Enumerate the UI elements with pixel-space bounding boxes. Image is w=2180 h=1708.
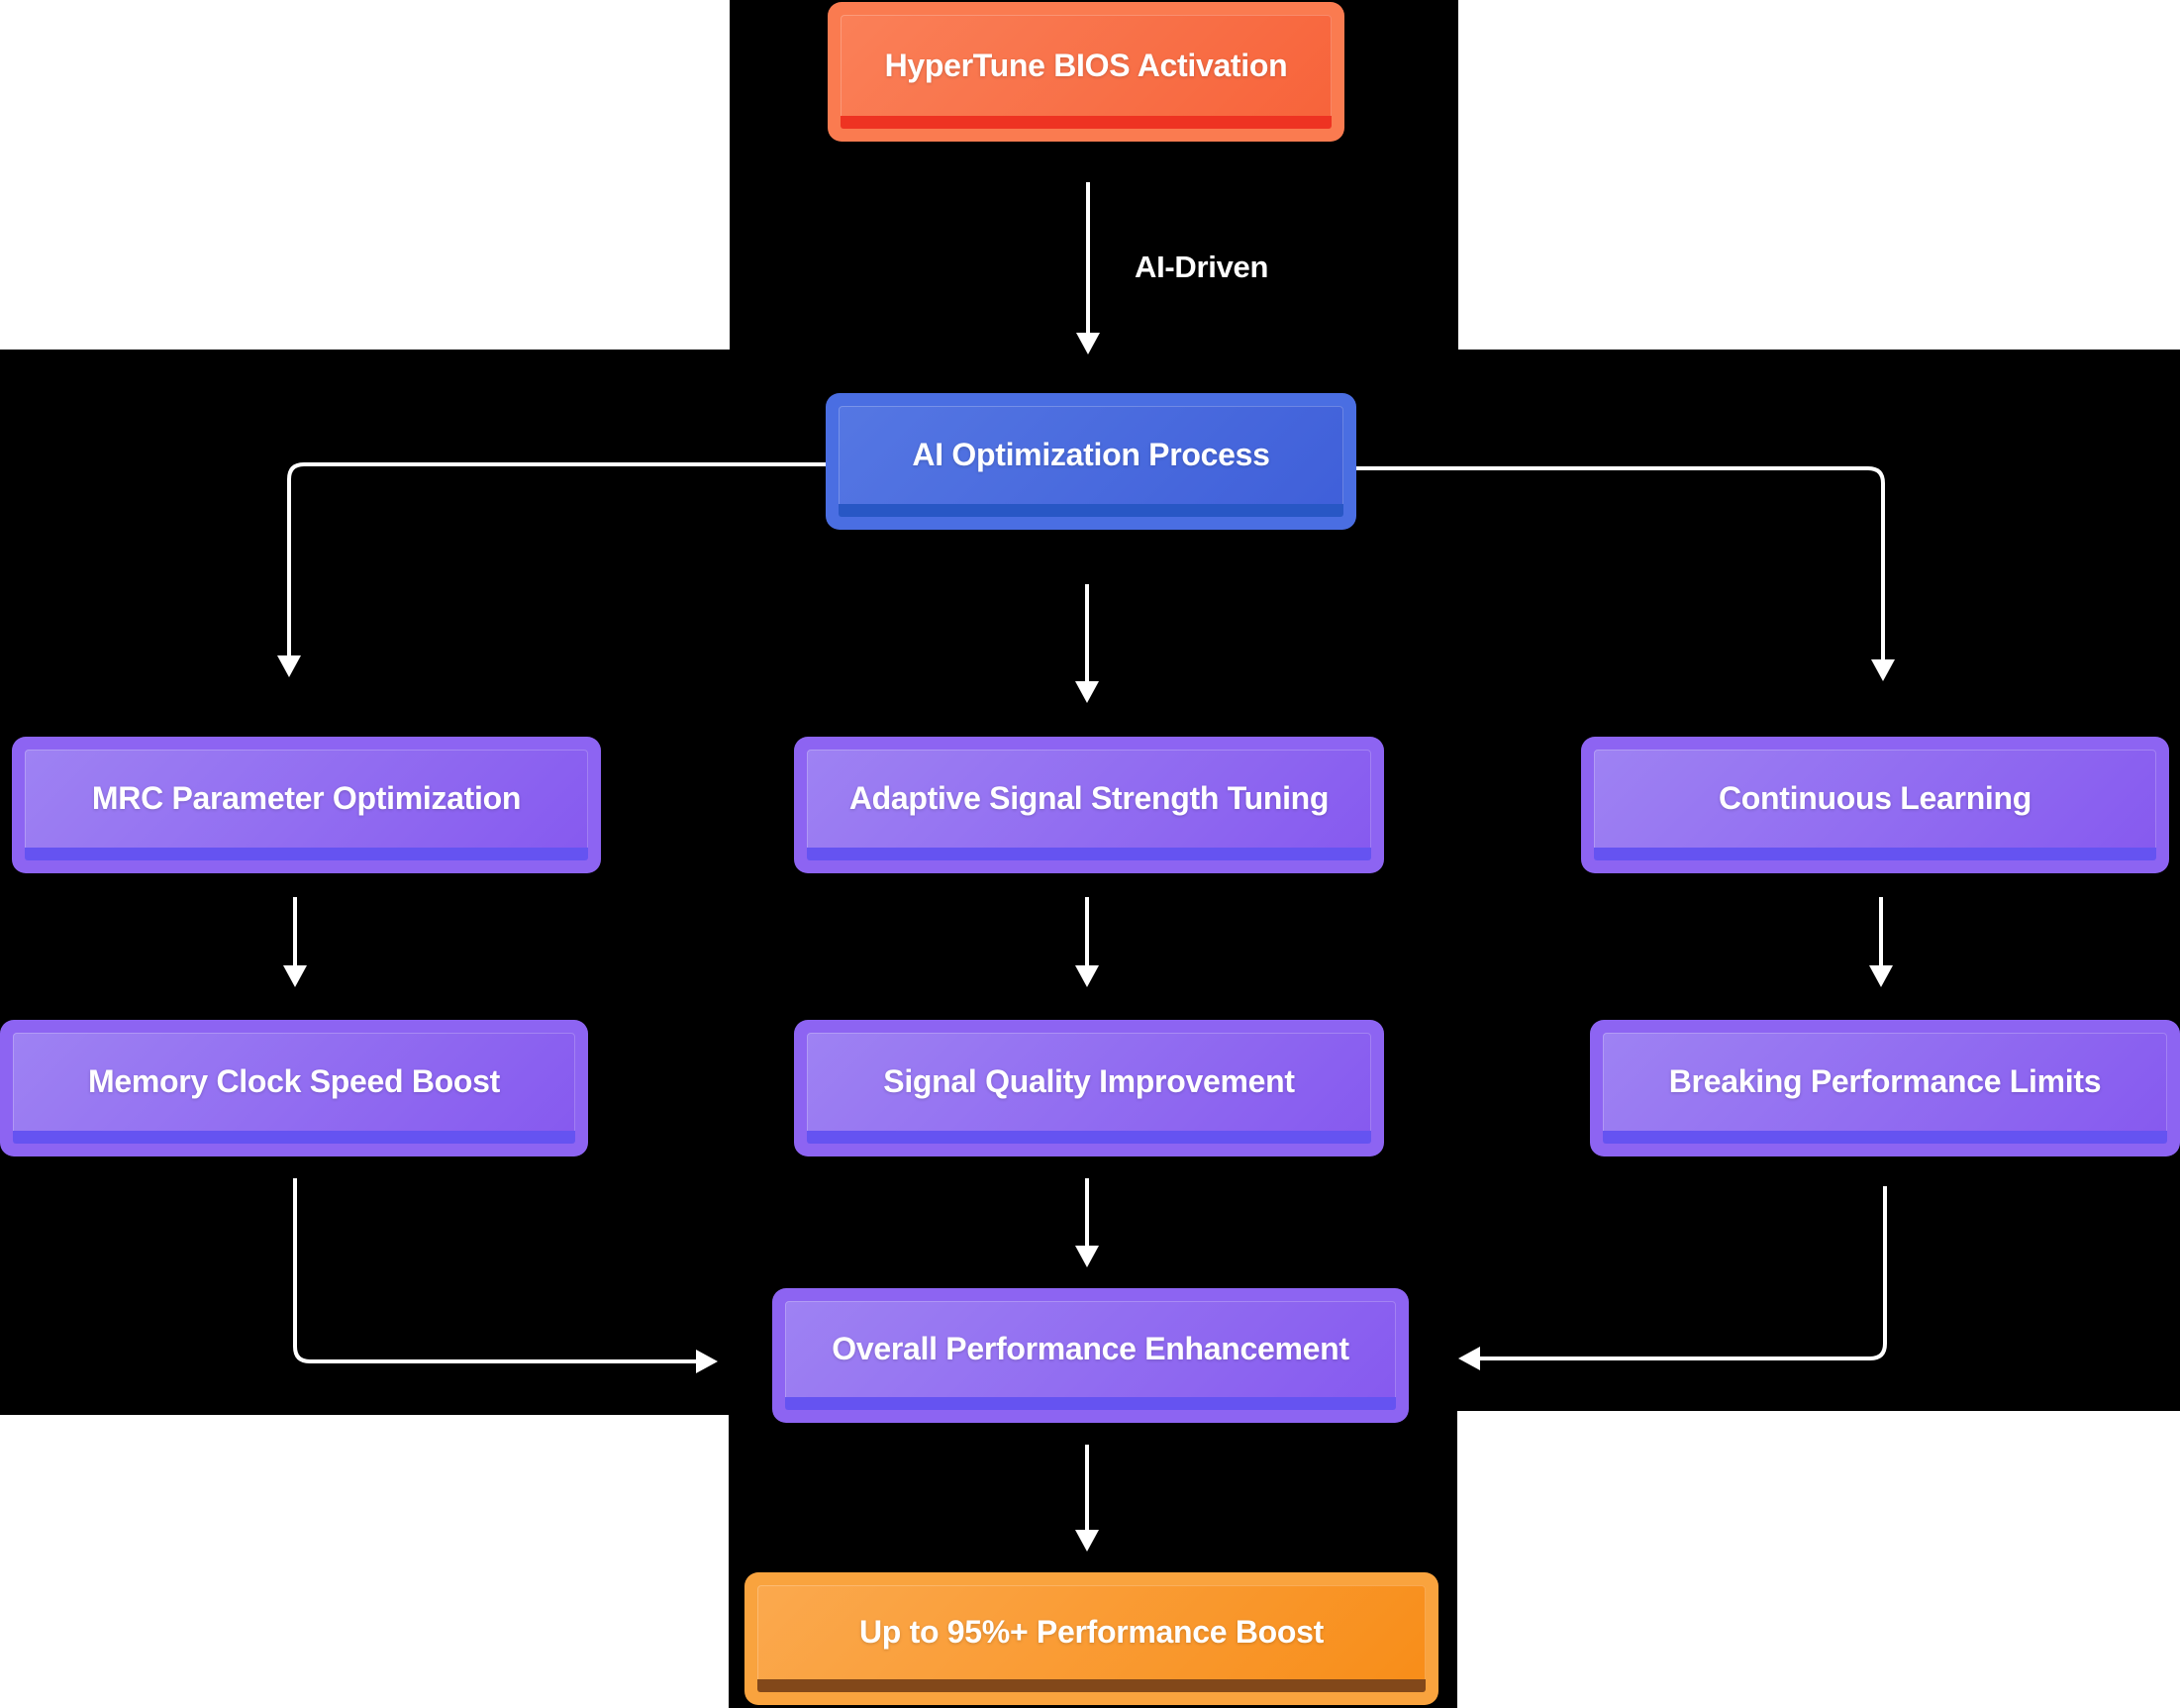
node-label: Adaptive Signal Strength Tuning bbox=[848, 780, 1330, 816]
node-label: AI Optimization Process bbox=[912, 437, 1270, 472]
node-inner: Signal Quality Improvement bbox=[807, 1033, 1371, 1144]
node-inner: Adaptive Signal Strength Tuning bbox=[807, 750, 1371, 860]
node-label: Memory Clock Speed Boost bbox=[87, 1063, 500, 1099]
node-inner: Up to 95%+ Performance Boost bbox=[757, 1585, 1426, 1692]
node-continuous-learning: Continuous Learning bbox=[1581, 737, 2169, 873]
node-label: Continuous Learning bbox=[1718, 780, 2032, 816]
node-label: Breaking Performance Limits bbox=[1668, 1063, 2102, 1099]
node-inner: Memory Clock Speed Boost bbox=[13, 1033, 575, 1144]
edge-aiopt-to-continuous bbox=[1356, 466, 1895, 681]
node-breaking-performance-limits: Breaking Performance Limits bbox=[1590, 1020, 2180, 1156]
node-accent-stripe bbox=[1594, 848, 2156, 860]
canvas-corner-top-right bbox=[1458, 0, 2180, 350]
node-accent-stripe bbox=[785, 1397, 1396, 1410]
node-inner: Overall Performance Enhancement bbox=[785, 1301, 1396, 1410]
node-label: Signal Quality Improvement bbox=[883, 1063, 1295, 1099]
node-label: Overall Performance Enhancement bbox=[832, 1331, 1349, 1366]
node-overall-performance-enhancement: Overall Performance Enhancement bbox=[772, 1288, 1409, 1423]
node-inner: Continuous Learning bbox=[1594, 750, 2156, 860]
edge-aiopt-to-mrc bbox=[277, 462, 826, 677]
node-accent-stripe bbox=[839, 504, 1343, 517]
node-label: MRC Parameter Optimization bbox=[91, 780, 522, 816]
node-accent-stripe bbox=[1603, 1131, 2167, 1144]
node-accent-stripe bbox=[13, 1131, 575, 1144]
node-hypertune-bios-activation: HyperTune BIOS Activation bbox=[828, 2, 1344, 142]
node-memory-clock-speed-boost: Memory Clock Speed Boost bbox=[0, 1020, 588, 1156]
node-inner: MRC Parameter Optimization bbox=[25, 750, 588, 860]
edge-memclock-to-overall bbox=[293, 1178, 718, 1373]
node-inner: AI Optimization Process bbox=[839, 406, 1343, 517]
node-signal-quality-improvement: Signal Quality Improvement bbox=[794, 1020, 1384, 1156]
node-accent-stripe bbox=[807, 848, 1371, 860]
canvas-corner-bottom-left bbox=[0, 1415, 729, 1708]
node-adaptive-signal-strength-tuning: Adaptive Signal Strength Tuning bbox=[794, 737, 1384, 873]
node-accent-stripe bbox=[807, 1131, 1371, 1144]
canvas-corner-top-left bbox=[0, 0, 730, 350]
node-inner: HyperTune BIOS Activation bbox=[841, 15, 1332, 129]
node-accent-stripe bbox=[25, 848, 588, 860]
node-label: Up to 95%+ Performance Boost bbox=[858, 1614, 1325, 1650]
node-mrc-parameter-optimization: MRC Parameter Optimization bbox=[12, 737, 601, 873]
node-up-to-95-performance-boost: Up to 95%+ Performance Boost bbox=[744, 1572, 1438, 1705]
node-ai-optimization-process: AI Optimization Process bbox=[826, 393, 1356, 530]
node-accent-stripe bbox=[841, 116, 1332, 129]
node-accent-stripe bbox=[757, 1679, 1426, 1692]
canvas-corner-bottom-right bbox=[1457, 1411, 2180, 1708]
node-inner: Breaking Performance Limits bbox=[1603, 1033, 2167, 1144]
edge-breaking-to-overall bbox=[1458, 1186, 1887, 1370]
node-label: HyperTune BIOS Activation bbox=[884, 47, 1288, 83]
edge-label-ai-driven: AI-Driven bbox=[1135, 250, 1269, 284]
